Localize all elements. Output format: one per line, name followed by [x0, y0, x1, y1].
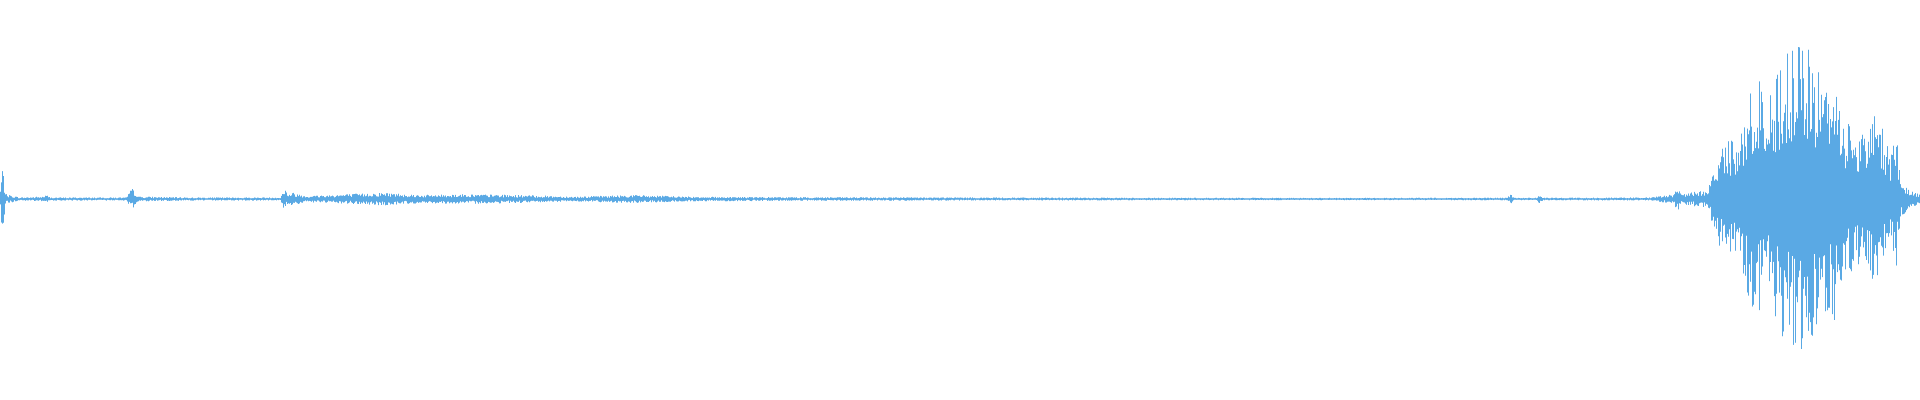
waveform-bars [0, 47, 1920, 349]
waveform-signal [0, 47, 1920, 349]
